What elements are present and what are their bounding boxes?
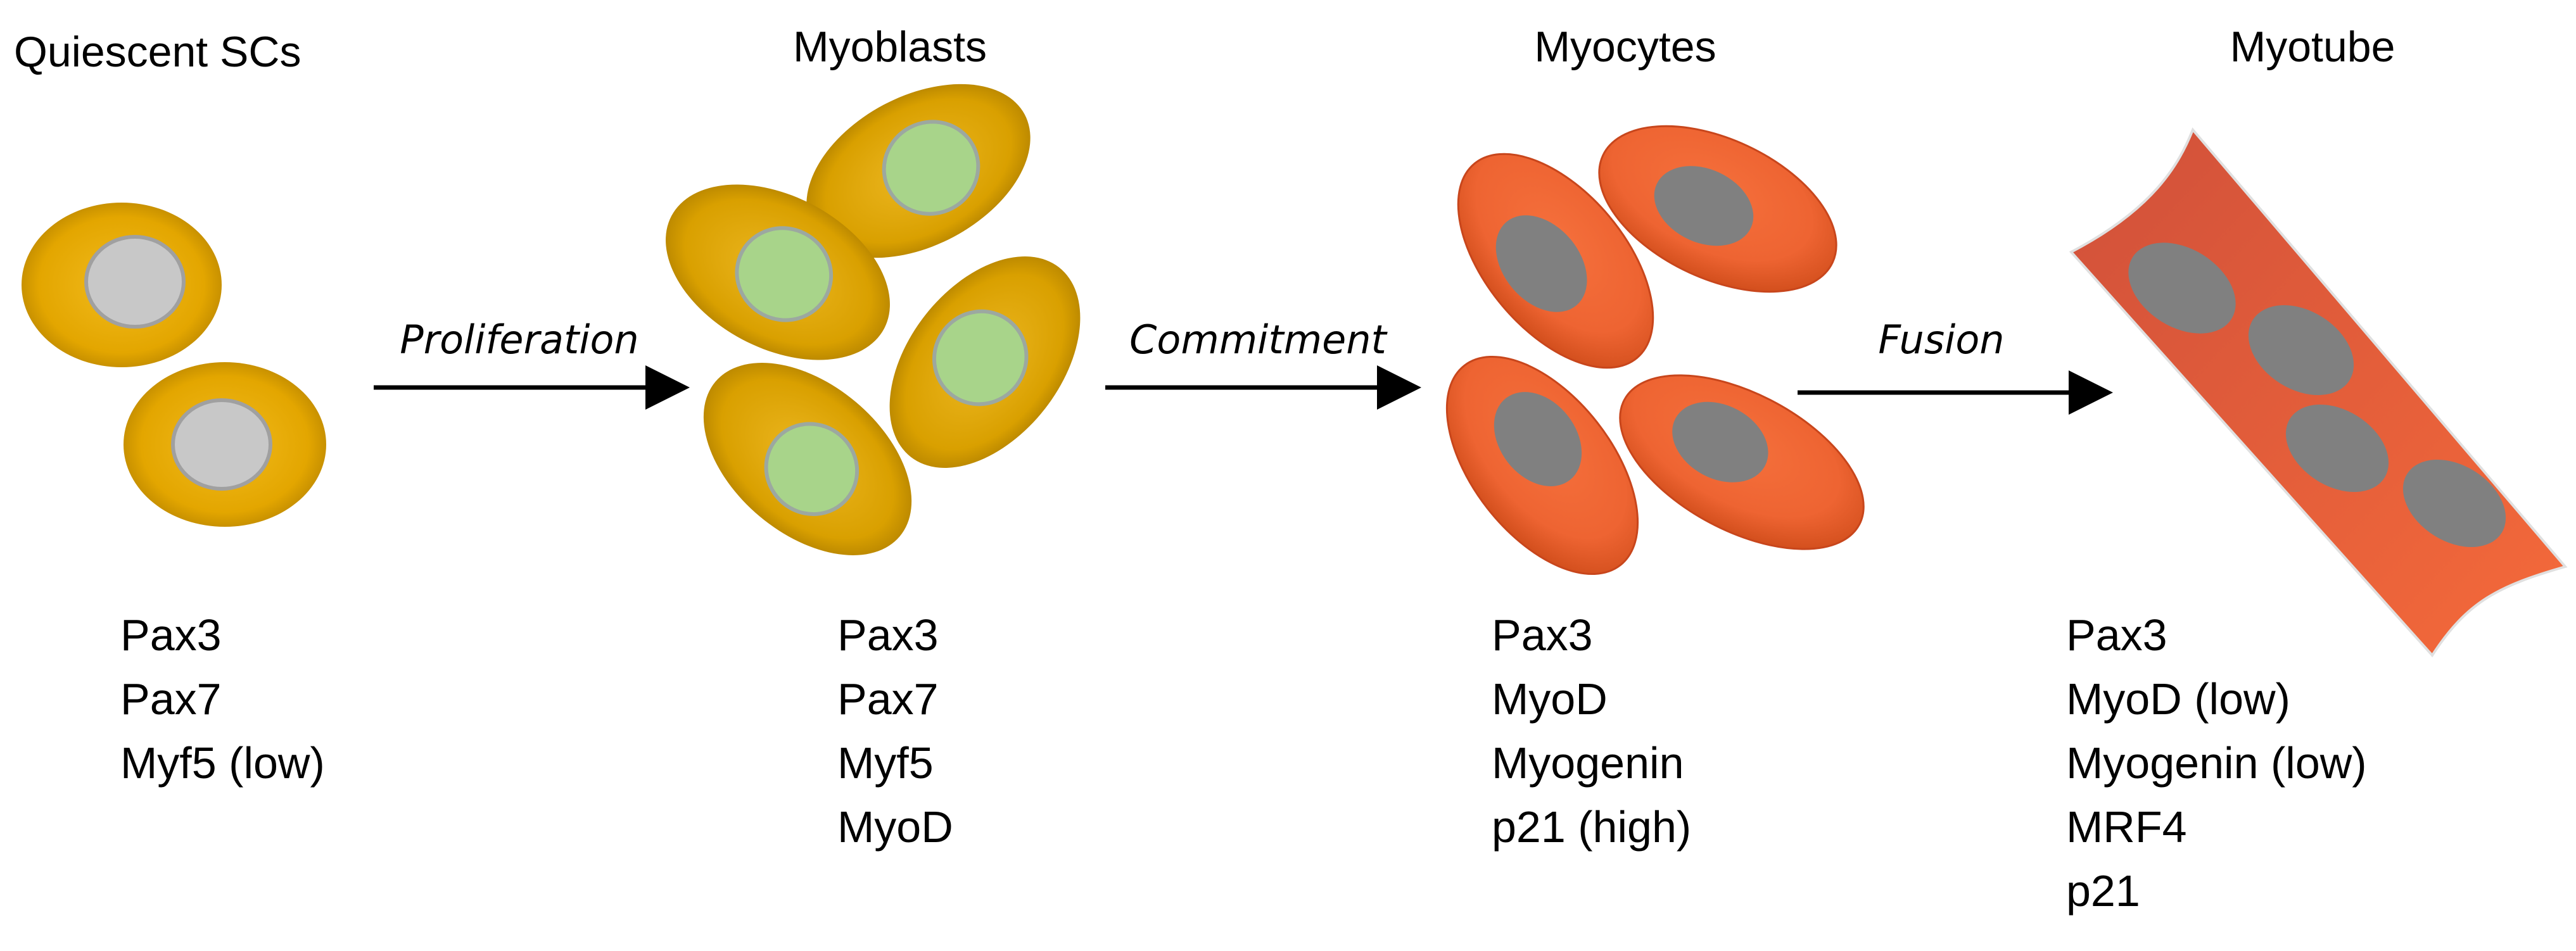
marker: MyoD	[837, 802, 953, 852]
nucleus	[1494, 392, 1582, 486]
marker: Pax3	[837, 610, 939, 660]
marker-list-myocytes: Pax3 MyoD Myogenin p21 (high)	[1492, 610, 1691, 852]
marker: Myf5	[837, 738, 934, 788]
marker: MRF4	[2066, 802, 2187, 852]
nucleus	[171, 398, 272, 491]
myocyte-cell	[1445, 355, 1639, 576]
nucleus	[84, 235, 186, 329]
nucleus	[882, 120, 980, 216]
marker: MyoD	[1492, 674, 1608, 724]
myoblast-cell	[889, 256, 1081, 468]
stage-title-myocytes: Myocytes	[1534, 23, 1716, 71]
marker: Myf5 (low)	[120, 738, 325, 788]
marker: MyoD (low)	[2066, 674, 2290, 724]
myocyte-cell	[1598, 125, 1837, 293]
transition-label-commitment: Commitment	[1129, 317, 1388, 363]
myocyte-cell	[1457, 153, 1654, 369]
nucleus	[2402, 459, 2506, 548]
marker: p21	[2066, 866, 2140, 916]
marker-list-myotube: Pax3 MyoD (low) Myogenin (low) MRF4 p21	[2066, 610, 2367, 916]
marker: Pax3	[2066, 610, 2167, 660]
nucleus	[1672, 401, 1768, 482]
transition-label-fusion: Fusion	[1878, 317, 2004, 363]
marker: Myogenin (low)	[2066, 738, 2367, 788]
marker: Pax3	[120, 610, 222, 660]
marker: Pax7	[120, 674, 222, 724]
marker-list-quiescent-scs: Pax3 Pax7 Myf5 (low)	[120, 610, 325, 788]
nucleus	[2285, 404, 2389, 493]
quiescent-cell	[22, 203, 222, 367]
nucleus	[764, 422, 860, 517]
transition-label-proliferation: Proliferation	[400, 317, 638, 363]
stage-title-myoblasts: Myoblasts	[793, 23, 987, 71]
marker: Pax7	[837, 674, 939, 724]
marker: Myogenin	[1492, 738, 1684, 788]
marker-list-myoblasts: Pax3 Pax7 Myf5 MyoD	[837, 610, 953, 852]
quiescent-cell	[124, 362, 326, 527]
nucleus	[735, 226, 834, 322]
stage-title-myotube: Myotube	[2230, 23, 2395, 71]
myoblast-cell	[806, 84, 1031, 258]
stage-title-quiescent-scs: Quiescent SCs	[14, 28, 301, 76]
nucleus	[2128, 242, 2236, 334]
nucleus	[1654, 166, 1754, 246]
myocyte-cell	[1619, 374, 1865, 550]
myoblast-cell	[703, 363, 912, 555]
myoblast-cell	[666, 184, 890, 360]
marker: p21 (high)	[1492, 802, 1691, 852]
myotube	[2069, 127, 2568, 658]
nucleus	[1495, 215, 1587, 312]
nucleus	[2248, 305, 2354, 395]
nucleus	[932, 309, 1029, 406]
marker: Pax3	[1492, 610, 1593, 660]
